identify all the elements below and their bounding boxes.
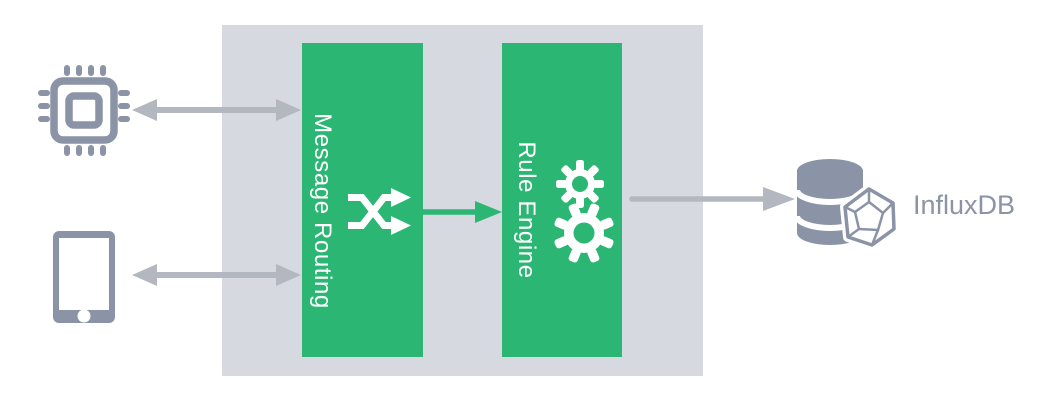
tablet-device-icon [53, 231, 115, 323]
database-icon [795, 159, 897, 250]
gears-icon [554, 160, 614, 263]
rule-engine-label: Rule Engine [513, 141, 540, 279]
chip-to-routing-arrow [132, 99, 301, 121]
influxdb-label: InfluxDB [913, 190, 1016, 220]
influxdb-polyhedron-logo [840, 184, 897, 250]
message-routing-label: Message Routing [309, 113, 336, 309]
cpu-chip-icon [38, 65, 130, 156]
rule-engine-panel: Rule Engine [502, 43, 622, 357]
message-routing-panel: Message Routing [302, 43, 423, 357]
routing-to-rule-engine-arrow [423, 201, 502, 223]
rule-engine-to-influxdb-arrow [629, 187, 795, 211]
tablet-to-routing-arrow [132, 264, 301, 286]
shuffle-routing-icon [348, 188, 411, 235]
